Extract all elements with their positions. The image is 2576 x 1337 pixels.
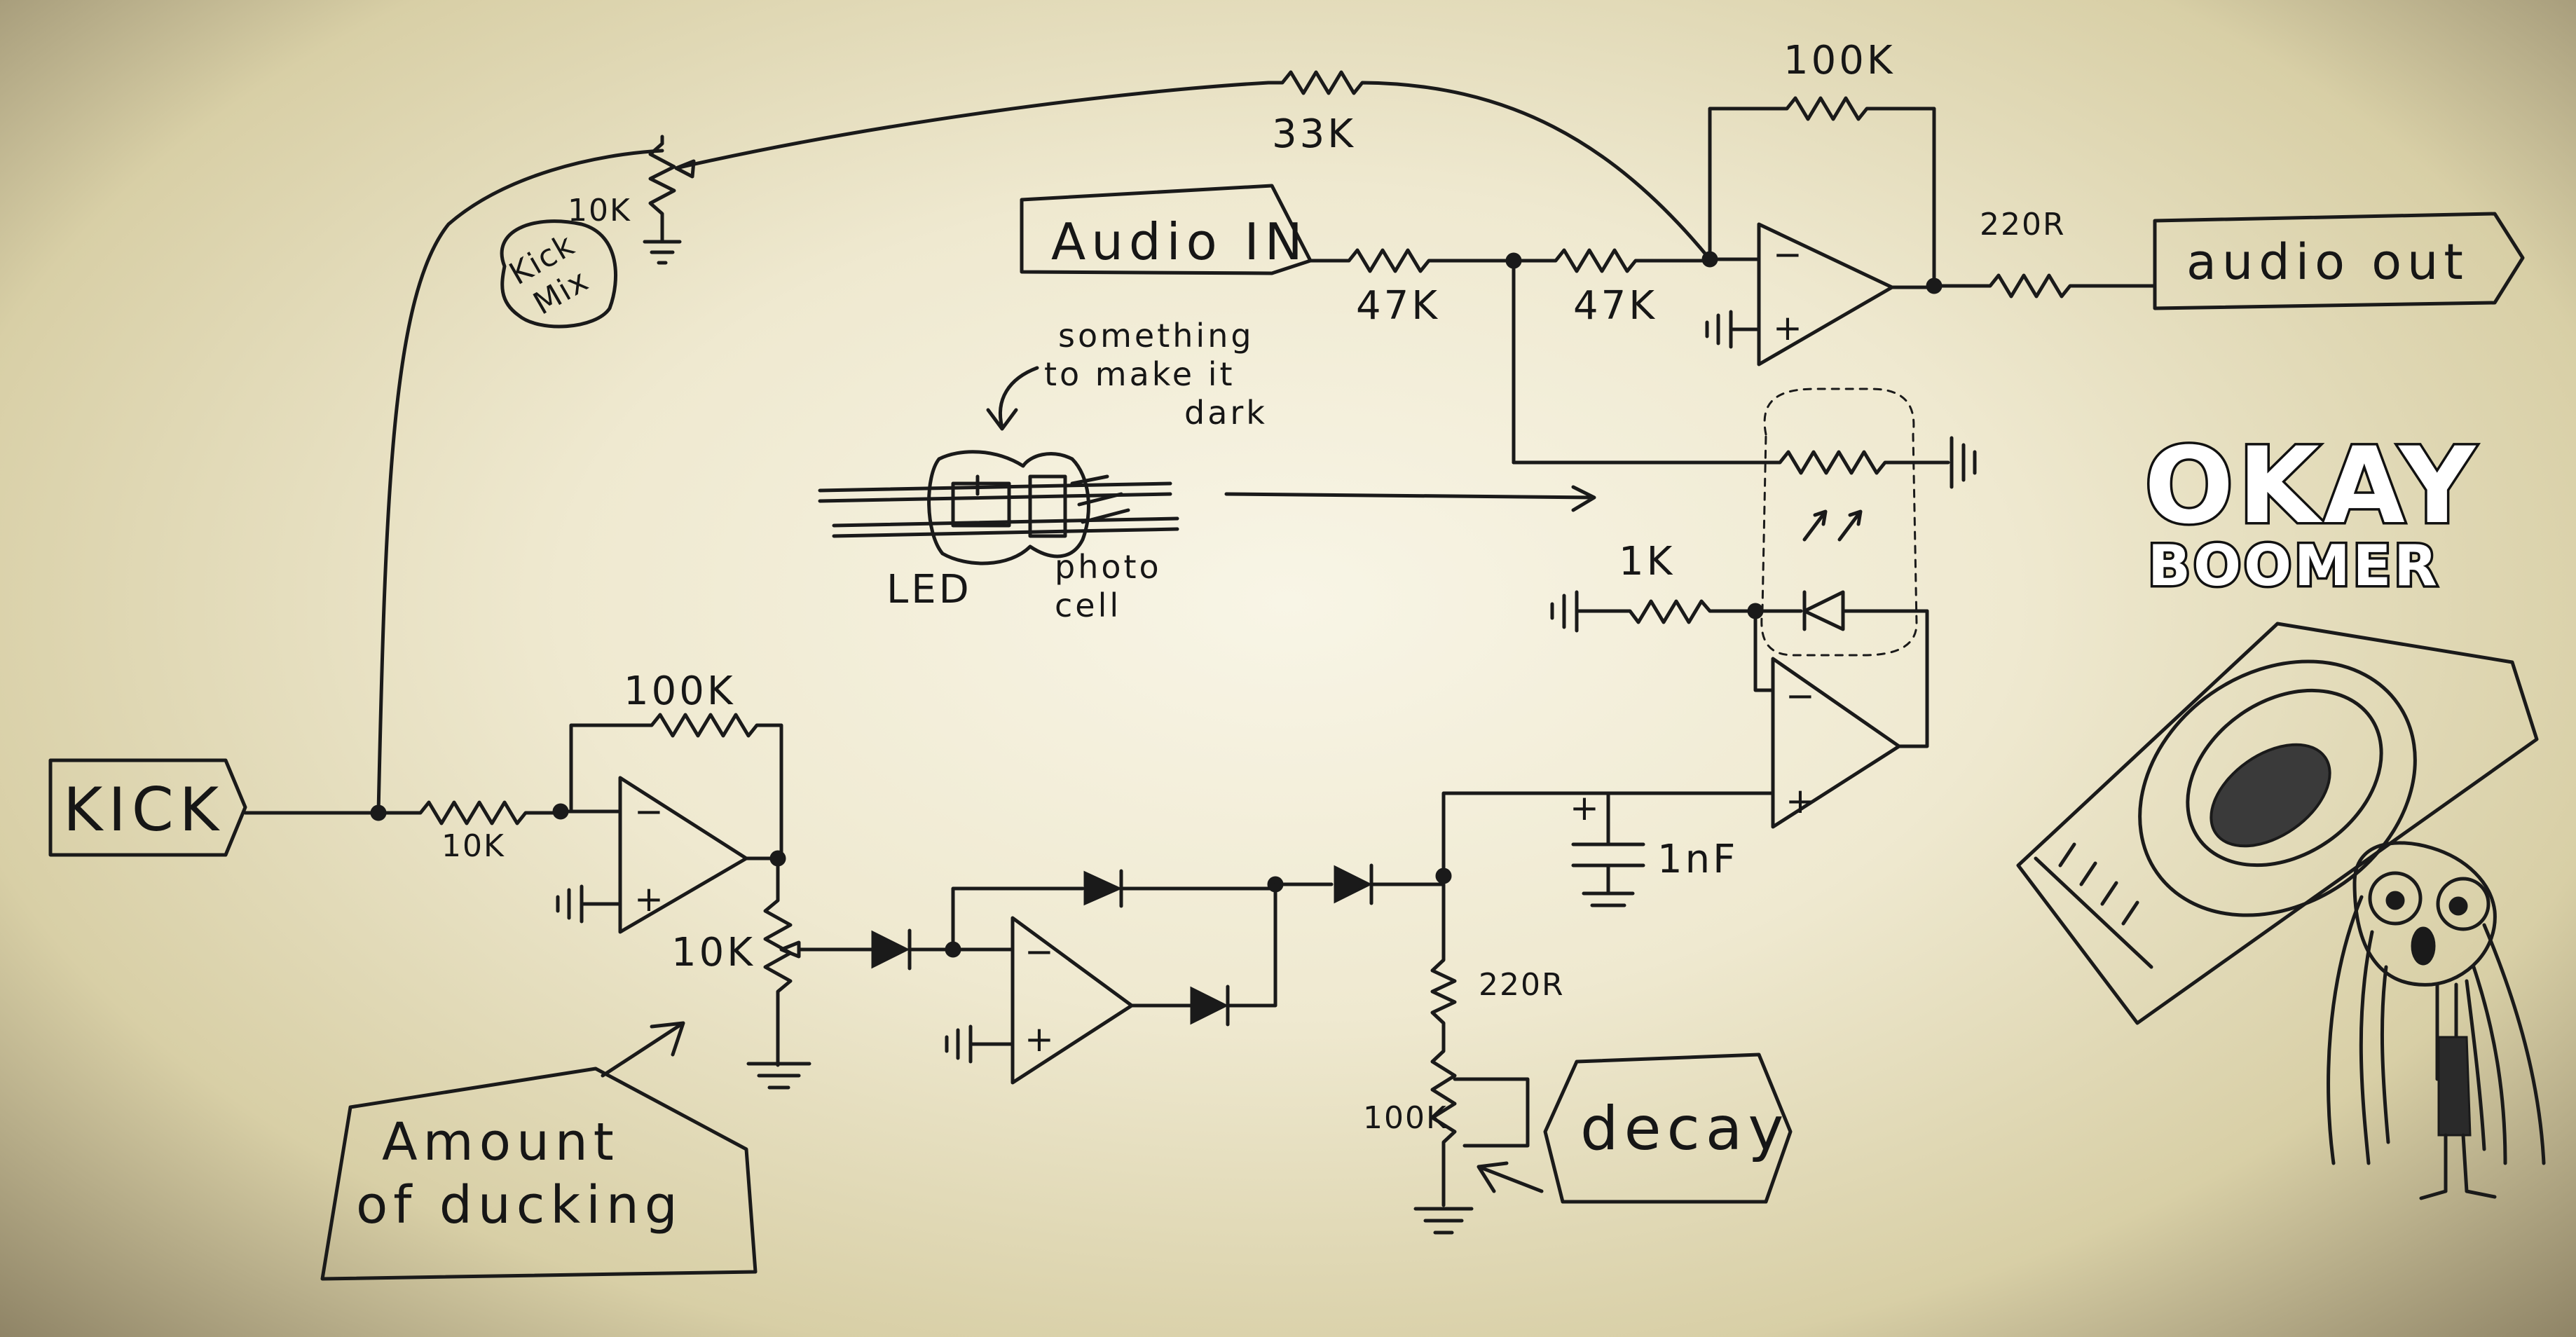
wire-kick-to-mix xyxy=(376,149,664,815)
resistor-out-value: 220R xyxy=(1980,207,2066,242)
diode-2 xyxy=(1083,870,1123,906)
decay-label: decay xyxy=(1580,1094,1789,1164)
svg-text:+: + xyxy=(1773,308,1802,348)
amount-ducking-bubble: Amount of ducking xyxy=(320,1021,758,1281)
audio-in-box: Audio IN xyxy=(1020,184,1313,275)
ground-led xyxy=(1550,590,1579,633)
ground-photocell xyxy=(1950,436,1977,489)
light-arrows xyxy=(1802,509,1863,542)
diode-1 xyxy=(871,930,910,969)
capacitor-value: 1nF xyxy=(1657,837,1738,882)
speaker-icon xyxy=(2016,622,2539,1025)
pot-ducking-wiper xyxy=(779,940,864,959)
resistor-led xyxy=(1575,599,1758,624)
title-line2: BOOMER xyxy=(2148,533,2440,598)
diode-3 xyxy=(1190,986,1229,1025)
ground-opamp-rect xyxy=(945,1024,973,1064)
photo-label-line1: photo xyxy=(1055,548,1162,586)
svg-text:−: − xyxy=(1773,234,1802,275)
character-doodle xyxy=(2327,841,2546,1200)
note-arrow xyxy=(986,366,1039,431)
opamp-rectifier: − + xyxy=(945,916,1134,1085)
ground-kick-mix xyxy=(643,240,682,265)
heatshrink-hatch xyxy=(1070,474,1130,524)
pot-ducking xyxy=(763,856,793,1067)
resistor-in2 xyxy=(1512,248,1712,273)
photocell-resistor xyxy=(1512,450,1950,475)
amount-ducking-line2: of ducking xyxy=(356,1175,683,1235)
ground-opamp-output xyxy=(1705,310,1733,349)
diode-4 xyxy=(1334,865,1373,904)
resistor-in1-value: 47K xyxy=(1356,283,1440,329)
title-okay-boomer: OKAY BOOMER xyxy=(2142,423,2479,601)
kick-mix-bubble: Kick Mix xyxy=(500,219,617,329)
svg-text:−: − xyxy=(1025,931,1054,972)
svg-text:+: + xyxy=(1786,781,1815,821)
ground-ducking xyxy=(746,1062,811,1090)
resistor-in1 xyxy=(1308,248,1516,273)
resistor-mix xyxy=(674,70,1712,261)
photo-label-line2: cell xyxy=(1055,587,1121,624)
decay-arrow xyxy=(1477,1161,1544,1193)
resistor-in2-value: 47K xyxy=(1573,283,1657,329)
decay-bubble: decay xyxy=(1543,1053,1793,1204)
note-line3: dark xyxy=(1184,394,1268,432)
resistor-out xyxy=(1932,273,2157,299)
svg-text:−: − xyxy=(1786,676,1815,716)
kick-input-box: KICK xyxy=(48,758,247,857)
opamp-led-driver: − + xyxy=(1753,609,1929,829)
led-symbol xyxy=(1753,590,1929,631)
ground-opamp-kick xyxy=(556,884,584,924)
svg-text:+: + xyxy=(1570,788,1599,828)
svg-text:+: + xyxy=(1025,1019,1054,1060)
pot-ducking-value: 10K xyxy=(671,930,755,975)
resistor-decay-chain xyxy=(1430,874,1457,1207)
resistor-kick-feedback-value: 100K xyxy=(624,668,736,714)
opamp-output: − + xyxy=(1705,222,1894,366)
audio-out-label: audio out xyxy=(2186,233,2469,291)
sketch-to-circuit-arrow xyxy=(1224,485,1596,512)
pot-kick-mix-wiper xyxy=(674,159,696,179)
note-line1: something xyxy=(1058,317,1254,355)
svg-text:+: + xyxy=(634,879,664,919)
resistor-led-value: 1K xyxy=(1619,539,1675,584)
note-line2: to make it xyxy=(1044,355,1235,393)
pot-decay-value: 100K xyxy=(1363,1100,1448,1136)
kick-label: KICK xyxy=(63,775,224,845)
resistor-out-feedback xyxy=(1708,96,1936,289)
optocoupler-outline xyxy=(1760,388,1918,657)
resistor-out-feedback-value: 100K xyxy=(1783,38,1896,83)
pot-decay-wiper-loop xyxy=(1453,1077,1530,1148)
amount-ducking-line1: Amount xyxy=(382,1112,619,1172)
capacitor-1nF: + 1nF xyxy=(1570,788,1738,907)
opamp-kick: − + xyxy=(556,776,783,934)
audio-in-label: Audio IN xyxy=(1051,212,1308,271)
wire-envelope-top xyxy=(1441,791,1775,878)
led-photocell-sketch: LED photo cell something to make it dark xyxy=(818,317,1596,624)
resistor-kick-in xyxy=(376,800,563,825)
resistor-kick-feedback xyxy=(559,713,783,861)
resistor-mix-value: 33K xyxy=(1272,111,1356,157)
ground-decay xyxy=(1413,1207,1474,1235)
title-line1: OKAY xyxy=(2144,425,2479,547)
led-label: LED xyxy=(886,567,972,612)
svg-text:−: − xyxy=(634,791,664,832)
wire-rect-top xyxy=(951,886,1085,952)
resistor-kick-in-value: 10K xyxy=(441,828,505,864)
amount-ducking-arrow xyxy=(601,1021,685,1078)
audio-out-box: audio out xyxy=(2153,212,2525,310)
resistor-decay-value: 220R xyxy=(1479,967,1565,1003)
pot-kick-mix xyxy=(648,135,676,244)
